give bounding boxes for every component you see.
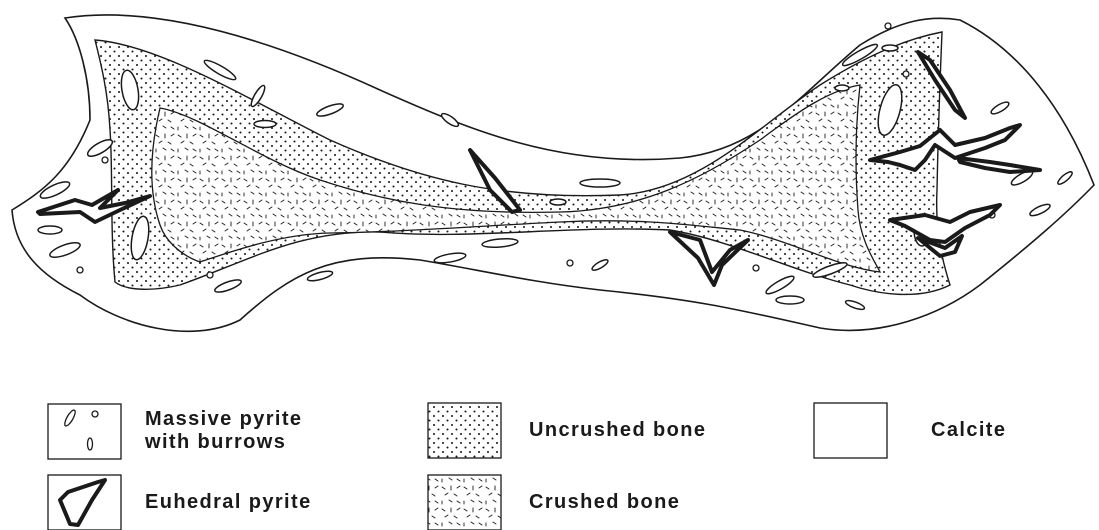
legend-label-uncrushed-bone: Uncrushed bone bbox=[529, 419, 706, 442]
legend-label-euhedral-pyrite: Euhedral pyrite bbox=[145, 491, 312, 514]
legend-swatch-uncrushed-bone bbox=[428, 403, 501, 458]
legend-swatch-crushed-bone bbox=[428, 475, 501, 530]
legend-label-crushed-bone: Crushed bone bbox=[529, 491, 680, 514]
legend-label-massive-pyrite: Massive pyrite with burrows bbox=[145, 408, 302, 454]
legend-swatch-euhedral-pyrite bbox=[48, 475, 121, 530]
legend-swatch-massive-pyrite bbox=[48, 404, 121, 459]
legend-label-calcite: Calcite bbox=[931, 419, 1006, 442]
legend-swatch-calcite bbox=[814, 403, 887, 458]
